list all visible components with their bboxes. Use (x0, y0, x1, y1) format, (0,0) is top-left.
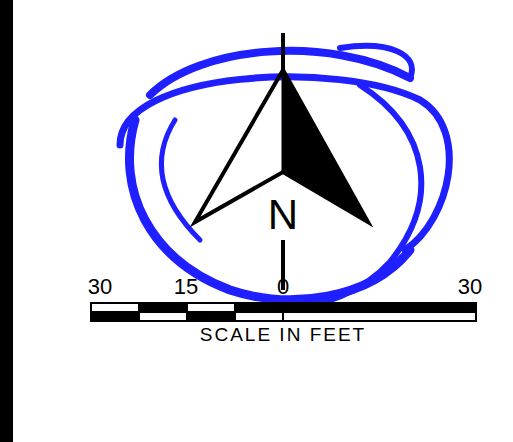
scale-bar (91, 303, 476, 321)
compass-needle (195, 33, 368, 290)
north-letter: N (268, 194, 298, 236)
scale-caption: SCALE IN FEET (200, 325, 366, 344)
scale-number: 15 (174, 276, 198, 298)
swirl (120, 46, 449, 305)
scale-number: 30 (458, 276, 482, 298)
scale-number: 0 (277, 276, 289, 298)
border-bar (0, 0, 13, 442)
scale-number: 30 (88, 276, 112, 298)
